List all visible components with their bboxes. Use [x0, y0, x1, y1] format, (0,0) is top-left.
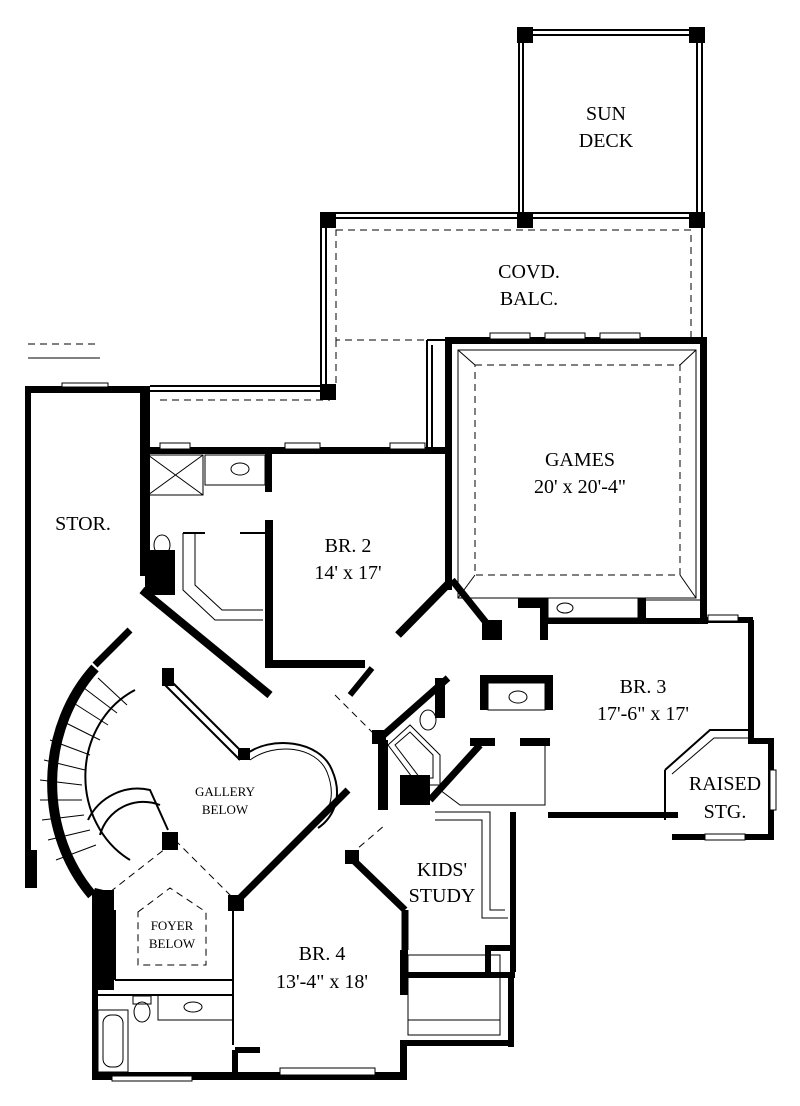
- sun-deck-label-1: SUN: [586, 103, 626, 125]
- kids-study-label-1: KIDS': [417, 859, 467, 881]
- br2-size: 14' x 17': [314, 562, 381, 584]
- foyer-outline: [114, 887, 234, 1045]
- angled-walls: [92, 577, 495, 1075]
- legend-lines: [28, 343, 100, 359]
- room-labels: SUN DECK COVD. BALC. GAMES 20' x 20'-4" …: [55, 103, 761, 993]
- foyer-label-1: FOYER: [151, 918, 194, 933]
- br2-label: BR. 2: [325, 535, 372, 557]
- br4-size: 13'-4" x 18': [276, 971, 368, 993]
- gallery-rail: [109, 677, 386, 901]
- raised-stg-label-1: RAISED: [689, 773, 761, 795]
- covered-balcony: [150, 212, 705, 448]
- gallery-label-1: GALLERY: [195, 784, 256, 799]
- fixtures: [97, 454, 748, 1082]
- sun-deck-label-2: DECK: [579, 130, 634, 152]
- games-tray-ceiling: [457, 349, 697, 599]
- sun-deck: [517, 27, 705, 340]
- curved-stair: [39, 664, 169, 899]
- br4-label: BR. 4: [299, 943, 346, 965]
- raised-stg-label-2: STG.: [704, 801, 747, 823]
- covd-balc-label-2: BALC.: [500, 288, 558, 310]
- walls: [25, 332, 777, 1080]
- br3-label: BR. 3: [620, 676, 667, 698]
- foyer-label-2: BELOW: [149, 936, 196, 951]
- gallery-label-2: BELOW: [202, 802, 249, 817]
- covd-balc-label-1: COVD.: [498, 261, 560, 283]
- stor-label: STOR.: [55, 513, 111, 535]
- games-size: 20' x 20'-4": [534, 476, 626, 498]
- br3-size: 17'-6" x 17': [597, 703, 689, 725]
- games-label: GAMES: [545, 449, 615, 471]
- kids-study-label-2: STUDY: [409, 885, 476, 907]
